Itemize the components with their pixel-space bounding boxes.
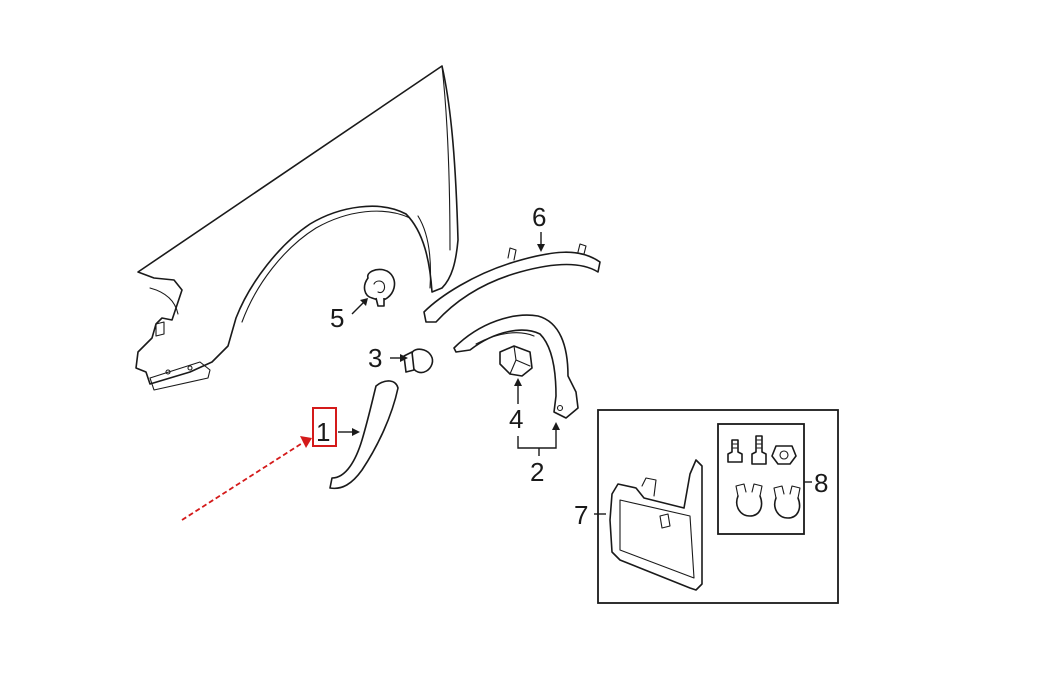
- trim-strip-part-1: [329, 380, 399, 490]
- fender-panel: [135, 65, 459, 391]
- callout-3: 3: [368, 343, 382, 373]
- callout-6: 6: [532, 202, 546, 232]
- clip-part-3: [403, 348, 434, 374]
- hardware-part-8: [727, 435, 801, 519]
- leader-lines: [338, 232, 812, 515]
- callout-8: 8: [814, 468, 828, 498]
- callout-5: 5: [330, 303, 344, 333]
- mud-flap-kit-box: [597, 409, 839, 604]
- highlight-box: [312, 407, 337, 447]
- callout-2: 2: [530, 457, 544, 487]
- callout-1: 1: [316, 417, 330, 447]
- callout-7: 7: [574, 500, 588, 530]
- arch-liner-part-2: [453, 314, 579, 419]
- push-clip-part-5: [363, 268, 396, 307]
- retainer-part-4: [499, 345, 533, 377]
- highlight-arrow: [181, 436, 312, 521]
- arch-moulding-part-6: [423, 243, 601, 323]
- mud-flap-part-7: [609, 459, 703, 591]
- callout-4: 4: [509, 404, 523, 434]
- hardware-kit-box: [717, 423, 805, 535]
